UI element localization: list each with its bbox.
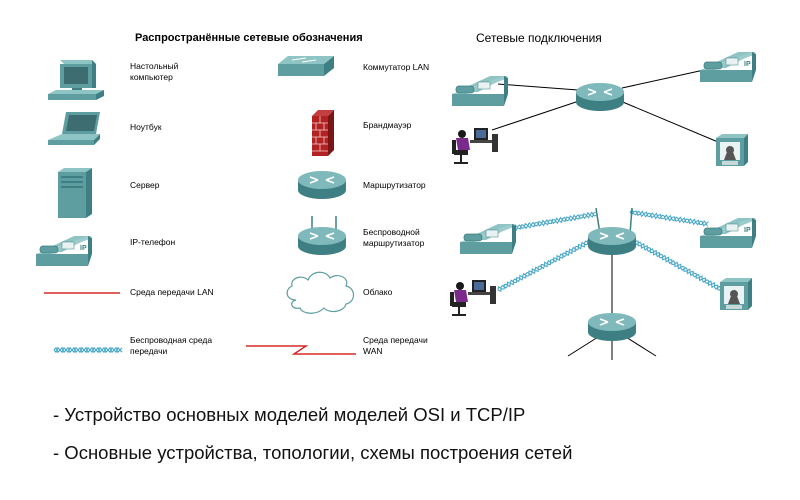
wireless-medium-line xyxy=(53,346,123,354)
desktop-computer-icon xyxy=(48,60,104,100)
label-desktop-line1: Настольный xyxy=(130,61,179,71)
top-link-phone-right xyxy=(621,69,705,89)
bottom-left-phone-icon xyxy=(459,223,517,255)
legend-title: Распространённые сетевые обозначения xyxy=(135,32,363,44)
top-network: IP xyxy=(451,51,757,166)
ip-phone-icon: IP xyxy=(35,235,93,267)
top-person-icon xyxy=(451,127,499,164)
bottom-router-icon xyxy=(567,312,657,360)
top-right-phone-icon: IP xyxy=(699,51,757,83)
label-wireless-router-line1: Беспроводной xyxy=(363,227,420,237)
label-wireless-medium-line2: передачи xyxy=(130,346,168,356)
label-wireless-medium-line1: Беспроводная среда xyxy=(130,335,213,345)
label-lan-medium: Среда передачи LAN xyxy=(130,287,214,297)
top-media-icon xyxy=(716,134,748,166)
label-wireless-router-line2: маршрутизатор xyxy=(363,238,425,248)
firewall-icon xyxy=(312,110,334,156)
top-link-person xyxy=(491,99,583,131)
label-wan-medium-line1: Среда передачи xyxy=(363,335,428,345)
bullet-devices: - Основные устройства, топологии, схемы … xyxy=(53,442,573,463)
server-icon xyxy=(58,168,92,218)
label-ip-phone: IP-телефон xyxy=(130,237,176,247)
label-laptop: Ноутбук xyxy=(130,122,162,132)
label-wireless-medium: Беспроводная среда передачи xyxy=(130,335,212,357)
top-link-phone-left xyxy=(497,83,579,91)
bottom-phone-ip-badge: IP xyxy=(744,227,751,234)
bottom-network: IP xyxy=(449,207,757,360)
bottom-wl-media xyxy=(631,238,724,293)
wan-medium-line xyxy=(246,345,356,355)
bottom-person-icon xyxy=(449,279,497,316)
label-lan-switch: Коммутатор LAN xyxy=(363,62,430,72)
label-wan-medium-line2: WAN xyxy=(363,346,383,356)
top-left-phone-icon xyxy=(451,75,509,107)
label-server: Сервер xyxy=(130,180,160,190)
lan-switch-icon xyxy=(278,56,334,76)
bullet-osi: - Устройство основных моделей моделей OS… xyxy=(53,404,526,425)
top-link-media xyxy=(617,99,719,143)
router-icon xyxy=(297,170,347,200)
bottom-wl-left-phone xyxy=(513,211,597,232)
laptop-icon xyxy=(48,112,100,145)
bottom-wireless-router-icon xyxy=(587,207,637,256)
cloud-icon xyxy=(286,271,355,314)
bottom-right-phone-icon: IP xyxy=(699,217,757,249)
label-desktop: Настольный компьютер xyxy=(130,61,178,83)
bottom-wl-person xyxy=(497,237,594,293)
wireless-router-icon xyxy=(297,216,347,256)
label-firewall: Брандмауэр xyxy=(363,120,412,130)
top-phone-ip-badge: IP xyxy=(744,61,751,68)
label-desktop-line2: компьютер xyxy=(130,72,173,82)
label-cloud: Облако xyxy=(363,287,393,297)
ip-badge: IP xyxy=(80,245,87,252)
connections-title: Сетевые подключения xyxy=(476,31,602,45)
bottom-media-icon xyxy=(720,278,752,310)
label-wan-medium: Среда передачи WAN xyxy=(363,335,428,357)
label-router: Маршрутизатор xyxy=(363,180,426,190)
label-wireless-router: Беспроводной маршрутизатор xyxy=(363,227,424,249)
top-router-icon xyxy=(575,82,625,112)
bottom-wl-right-phone xyxy=(629,208,709,227)
